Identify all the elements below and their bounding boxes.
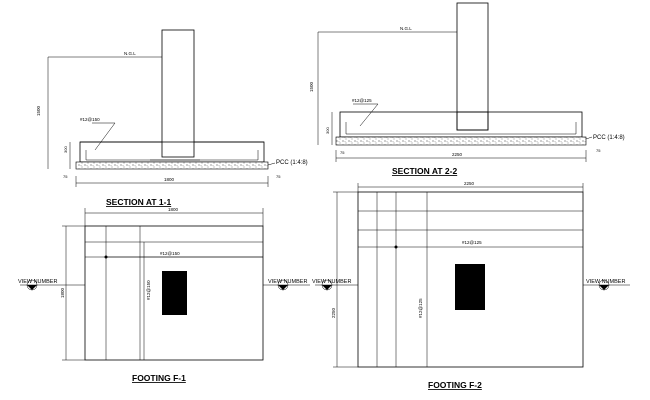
footing-slab-2 (339, 111, 583, 138)
footing-f1-title: FOOTING F-1 (132, 373, 186, 383)
f2-view-marker-left-arrow-icon (322, 285, 332, 290)
footing-f2-title: FOOTING F-2 (428, 380, 482, 390)
f1-bar-h-dot (104, 255, 108, 259)
pcc-dim-left-2: 75 (340, 150, 345, 155)
section-1-1-title: SECTION AT 1-1 (106, 197, 171, 207)
rebar-bottom-1 (85, 150, 259, 161)
f2-view-label-left: VIEW NUMBER (312, 279, 351, 285)
footing-slab-1 (79, 141, 265, 163)
f1-bar-v-label: #12@150 (146, 280, 151, 300)
footing-f2-outline (357, 191, 584, 368)
f1-view-label-right: VIEW NUMBER (268, 279, 307, 285)
column-base-2 (456, 111, 489, 131)
pcc-dim-left-1: 75 (63, 174, 68, 179)
f2-bar-h-label: #12@125 (462, 240, 482, 245)
pcc-label-1: PCC (1:4:8) (276, 160, 308, 166)
f2-column (455, 264, 485, 310)
pcc-dim-right-1: 75 (276, 174, 281, 179)
column-1 (161, 29, 195, 158)
f2-view-marker-right-arrow-icon (599, 285, 609, 290)
pcc-leader-2 (585, 136, 593, 140)
pcc-label-2: PCC (1:4:8) (593, 135, 625, 141)
f1-view-marker-right-arrow-icon (278, 285, 288, 290)
f1-top-dim-label: 1800 (168, 207, 179, 212)
f2-view-label-right: VIEW NUMBER (586, 279, 625, 285)
f1-view-marker-left-arrow-icon (27, 285, 37, 290)
footing-f1-plan: #12@150 #12@150 1800 1800 VIEW NUMBER VI… (18, 207, 310, 383)
ngl-label-1: N.G.L (124, 51, 136, 56)
f1-column (162, 271, 187, 315)
section-2-2-title: SECTION AT 2-2 (392, 166, 457, 176)
ngl-label-2: N.G.L (400, 26, 412, 31)
pcc-dim-right-2: 75 (596, 148, 601, 153)
width-dim-label-1: 1800 (164, 177, 175, 182)
pcc-layer-2 (335, 136, 587, 146)
f2-bar-v-label: #12@125 (418, 298, 423, 318)
rebar-bottom-2 (345, 122, 577, 135)
pcc-layer-1 (75, 161, 269, 170)
footing-f1-outline (84, 225, 264, 361)
column-2 (456, 2, 489, 131)
pcc-leader-1 (267, 162, 276, 166)
f2-side-dim-label: 2250 (331, 307, 336, 318)
f2-bar-h-dot (394, 245, 398, 249)
section-1-1: N.G.L 1500 300 75 75 #12@150 PCC (1:4:8)… (36, 29, 308, 207)
bar-callout-leader-2 (359, 103, 379, 127)
width-dim-label-2: 2250 (452, 152, 463, 157)
section-2-2: N.G.L 1500 300 75 75 #12@125 PCC (1:4:8)… (309, 2, 625, 176)
bar-callout-leader-1 (94, 122, 116, 151)
depth-dim-label-2: 1500 (309, 81, 314, 92)
bar-callout-label-2: #12@125 (352, 98, 372, 103)
depth-dim-label-1: 1500 (36, 105, 41, 116)
f2-top-dim-label: 2250 (464, 181, 475, 186)
slab-dim-label-2: 300 (325, 127, 330, 134)
bar-callout-label-1: #12@150 (80, 117, 100, 122)
footing-f2-plan: #12@125 #12@125 2250 2250 VIEW NUMBER VI… (312, 181, 630, 390)
f1-bar-h-label: #12@150 (160, 251, 180, 256)
f1-view-label-left: VIEW NUMBER (18, 279, 57, 285)
slab-dim-label-1: 300 (63, 146, 68, 153)
f1-side-dim-label: 1800 (60, 287, 65, 298)
